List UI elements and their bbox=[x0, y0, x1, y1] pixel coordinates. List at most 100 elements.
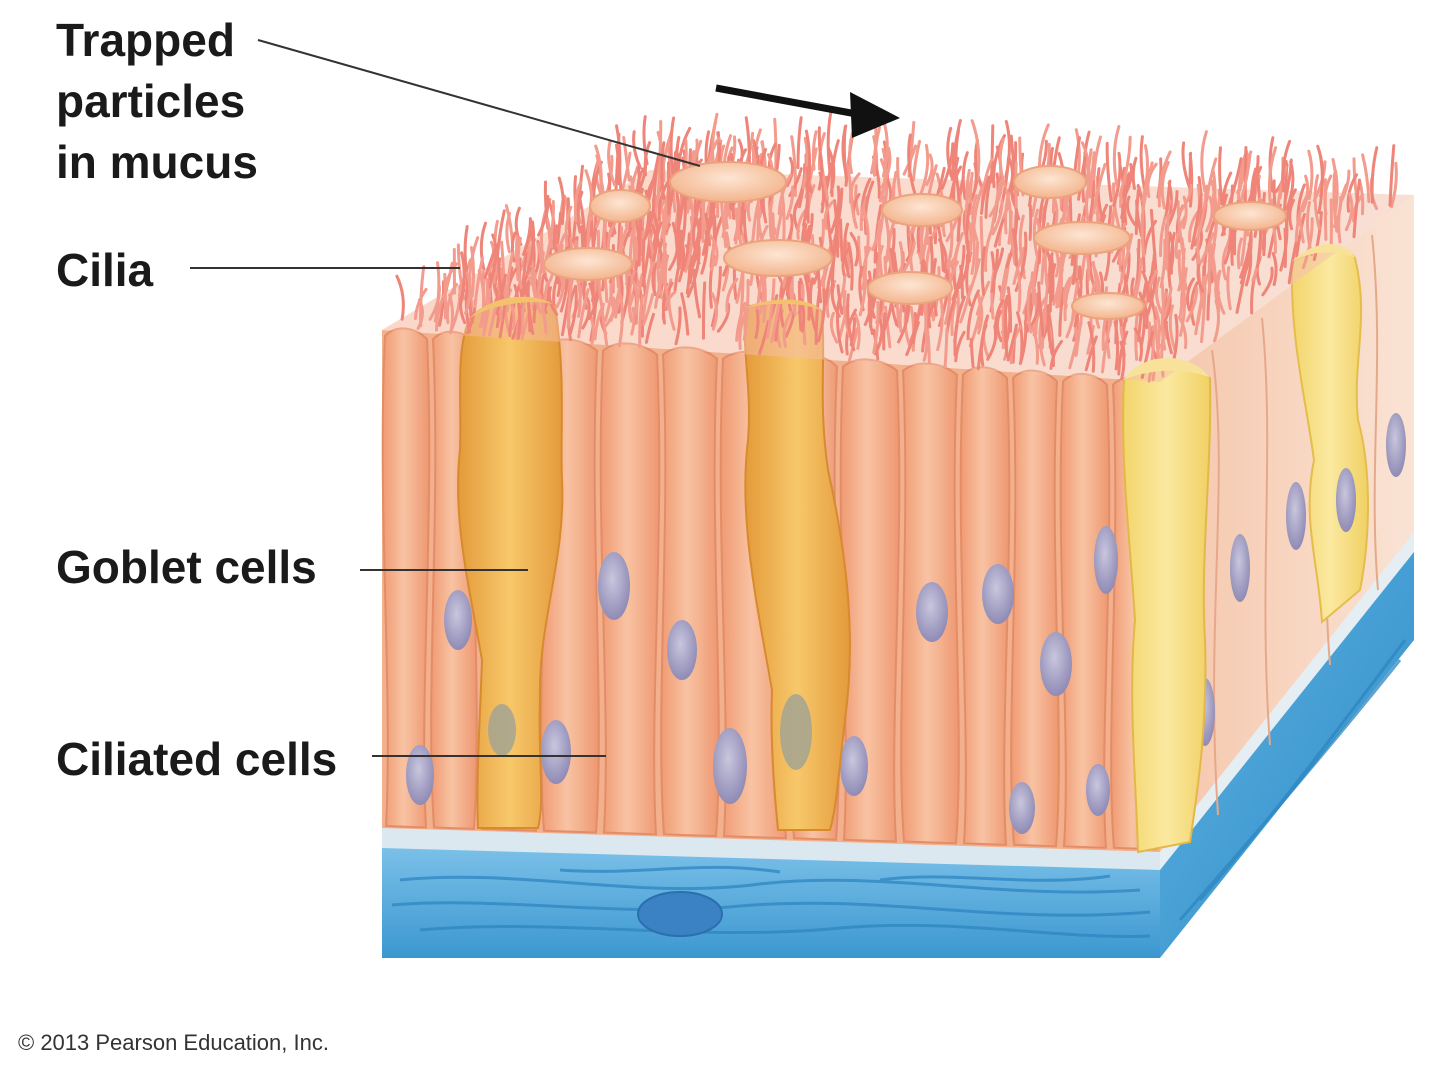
nucleus bbox=[444, 590, 472, 650]
cilium bbox=[505, 251, 515, 312]
cilium bbox=[473, 256, 484, 308]
cilium bbox=[1011, 228, 1018, 267]
cilium bbox=[922, 328, 929, 362]
cilium bbox=[497, 257, 505, 301]
cilium bbox=[704, 212, 712, 247]
cilium bbox=[829, 185, 841, 235]
cilium bbox=[1301, 174, 1310, 213]
cilium bbox=[1165, 212, 1170, 271]
cilium bbox=[1131, 156, 1138, 190]
cilium bbox=[777, 174, 792, 216]
cilium bbox=[638, 294, 645, 348]
cilium bbox=[1159, 200, 1173, 258]
goblet-cell bbox=[1122, 366, 1212, 854]
nucleus bbox=[1086, 764, 1110, 816]
cilium bbox=[790, 135, 797, 197]
cilium bbox=[1207, 247, 1212, 295]
cilium bbox=[1261, 266, 1274, 297]
cilium bbox=[1177, 236, 1186, 292]
cilium bbox=[853, 311, 861, 350]
cilium bbox=[395, 274, 405, 321]
cilium bbox=[1148, 275, 1158, 320]
cilium bbox=[632, 130, 642, 170]
cilium bbox=[861, 245, 868, 291]
cilium bbox=[552, 275, 559, 306]
cilium bbox=[435, 288, 449, 332]
cilium bbox=[448, 293, 454, 335]
cilium bbox=[911, 139, 922, 182]
cilium bbox=[708, 234, 719, 267]
cilium bbox=[1118, 135, 1132, 198]
cilium bbox=[1307, 149, 1314, 201]
cilium bbox=[1271, 252, 1278, 287]
cilium bbox=[948, 221, 954, 258]
cilium bbox=[1003, 297, 1009, 358]
cilium bbox=[788, 167, 803, 198]
goblet-cell bbox=[457, 297, 564, 829]
cilium bbox=[744, 116, 751, 167]
cilium bbox=[796, 208, 807, 240]
cilium bbox=[966, 289, 980, 341]
basement-membrane bbox=[382, 530, 1414, 870]
cilium bbox=[656, 253, 664, 300]
cilium bbox=[1141, 270, 1151, 303]
cilium bbox=[479, 221, 487, 271]
cilium bbox=[1189, 281, 1199, 326]
label-trapped-line-3: in mucus bbox=[56, 136, 258, 188]
cilium bbox=[689, 217, 702, 273]
cilium bbox=[1006, 323, 1018, 362]
cilium bbox=[953, 295, 966, 357]
cilium bbox=[544, 200, 555, 263]
cilium bbox=[716, 302, 731, 333]
cilium bbox=[797, 280, 803, 332]
cilium bbox=[1388, 144, 1396, 207]
cilium bbox=[1168, 304, 1177, 353]
cilium bbox=[600, 307, 609, 346]
cilium bbox=[1088, 151, 1096, 199]
cilium bbox=[710, 265, 722, 328]
cilium bbox=[682, 232, 691, 272]
nucleus bbox=[541, 720, 571, 784]
cilium bbox=[555, 277, 565, 309]
cilium bbox=[1178, 183, 1193, 214]
cilium bbox=[974, 240, 980, 274]
cilium bbox=[1140, 144, 1149, 203]
cilium bbox=[516, 236, 523, 290]
cilium bbox=[1226, 266, 1232, 311]
label-cilia: Cilia bbox=[56, 244, 154, 296]
cilium bbox=[950, 300, 957, 337]
cilium bbox=[1294, 193, 1309, 243]
cilium bbox=[668, 235, 680, 271]
cilium bbox=[765, 278, 776, 339]
cilium bbox=[481, 270, 486, 329]
cilium bbox=[674, 306, 682, 346]
cilium bbox=[990, 248, 999, 293]
cilium bbox=[680, 292, 690, 336]
copyright-notice: © 2013 Pearson Education, Inc. bbox=[18, 1030, 329, 1055]
cilium bbox=[1018, 319, 1028, 365]
cilium bbox=[522, 217, 532, 256]
cilium bbox=[1134, 188, 1140, 236]
cilium bbox=[617, 295, 624, 348]
cilium bbox=[526, 280, 535, 335]
cilium bbox=[1146, 272, 1158, 317]
cilium bbox=[871, 218, 882, 252]
cilium bbox=[881, 120, 889, 178]
cilium bbox=[1080, 141, 1091, 194]
cilium bbox=[1196, 262, 1205, 293]
cilium bbox=[1186, 277, 1195, 312]
cilium bbox=[1390, 161, 1398, 209]
cilium bbox=[969, 337, 975, 368]
cilium bbox=[971, 194, 979, 241]
cilium bbox=[622, 136, 631, 182]
cilium bbox=[581, 297, 591, 330]
cilium bbox=[1086, 325, 1095, 355]
cilium bbox=[866, 279, 876, 319]
nucleus bbox=[598, 552, 630, 620]
cilium bbox=[536, 242, 545, 273]
cilium bbox=[1012, 246, 1026, 285]
cilium bbox=[882, 312, 887, 351]
cilium bbox=[1188, 152, 1194, 208]
cilium bbox=[846, 293, 856, 352]
cilium bbox=[1144, 270, 1158, 306]
